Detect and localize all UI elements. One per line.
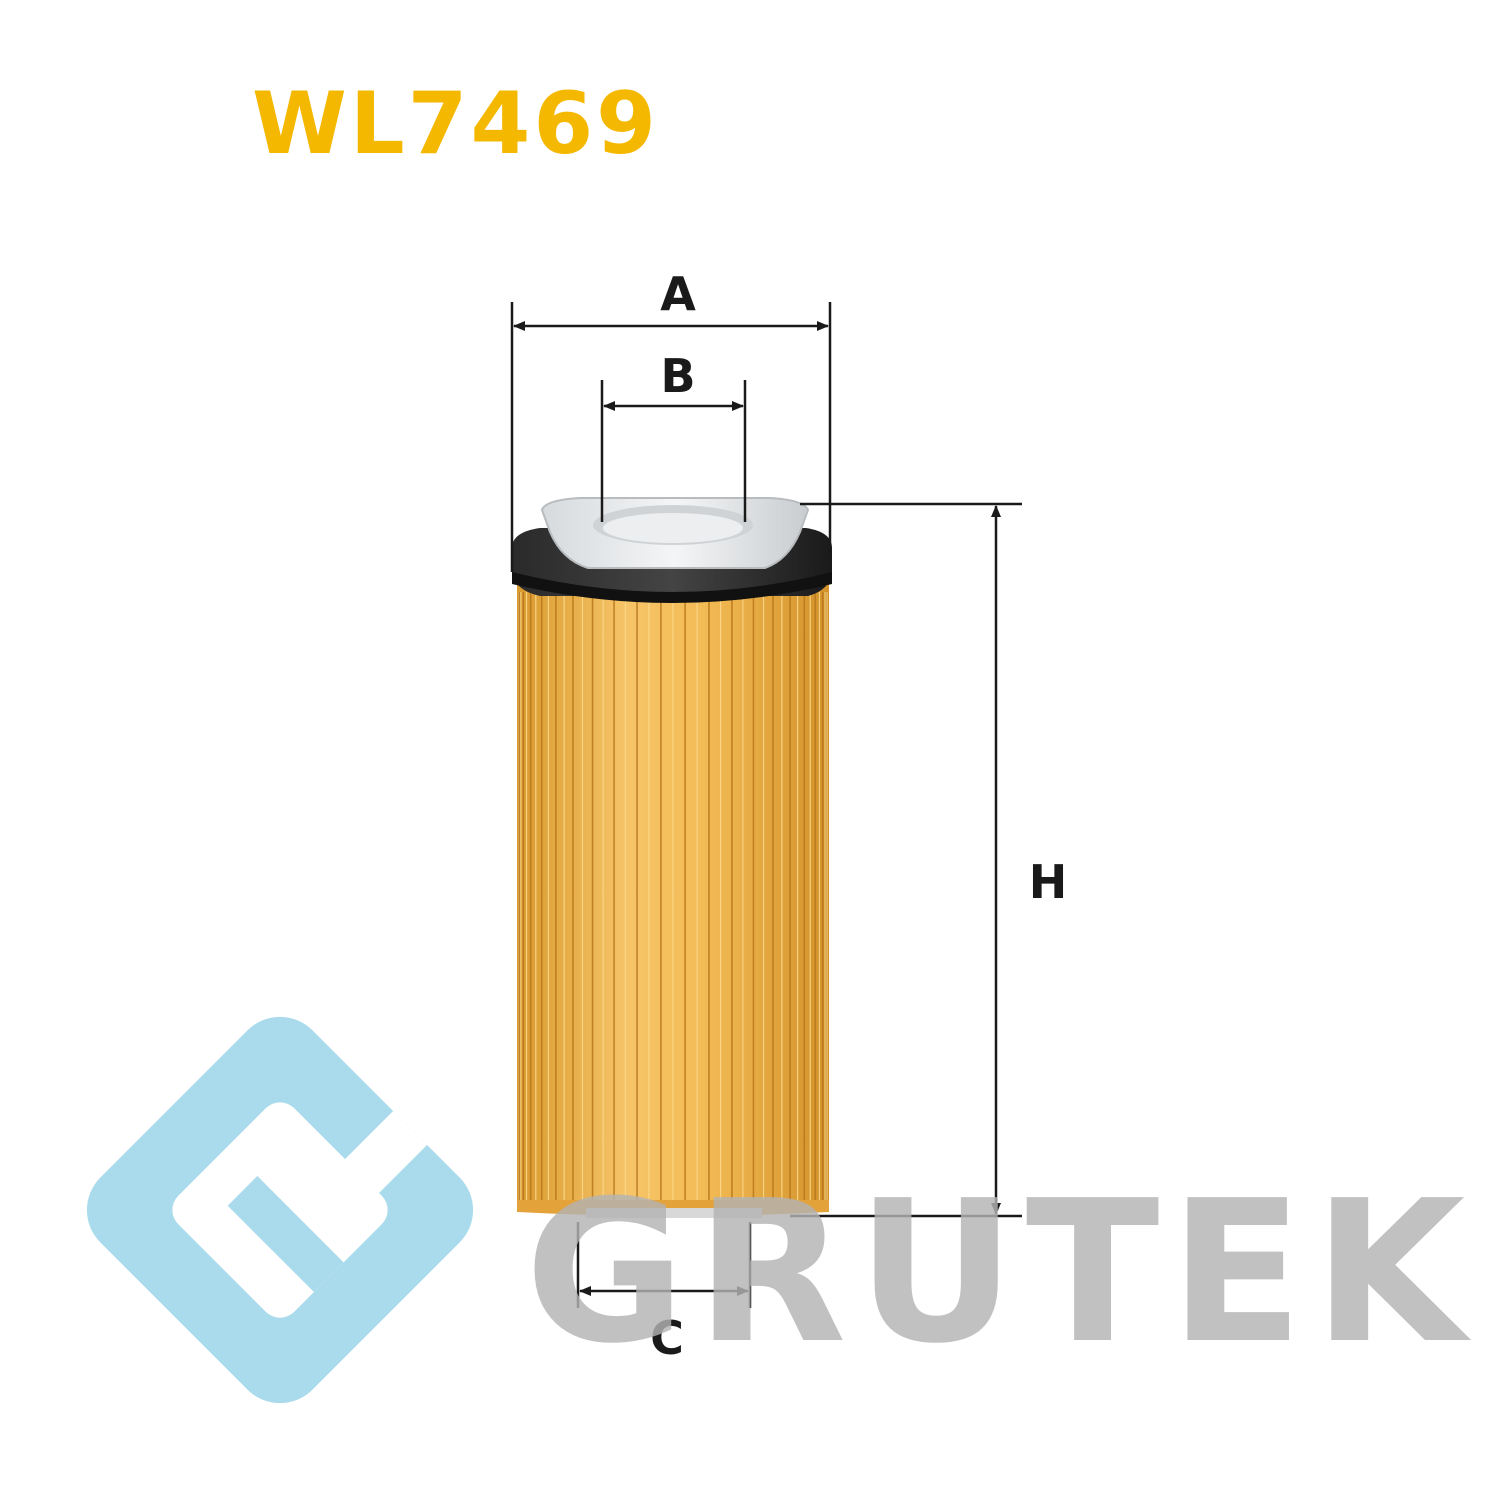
- dimension-label-h: H: [1029, 855, 1068, 909]
- dimension-label-a: A: [660, 267, 696, 321]
- dimension-label-b: B: [660, 349, 695, 403]
- product-code: WL7469: [252, 74, 659, 174]
- watermark-text: GRUTEK: [525, 1159, 1475, 1387]
- dimension-lines: [510, 302, 1022, 1308]
- oil-filter-element: [512, 497, 832, 1218]
- grutek-logo-icon: [86, 1016, 474, 1404]
- filter-pleats: [518, 592, 828, 1206]
- dimension-label-c: C: [650, 1311, 684, 1365]
